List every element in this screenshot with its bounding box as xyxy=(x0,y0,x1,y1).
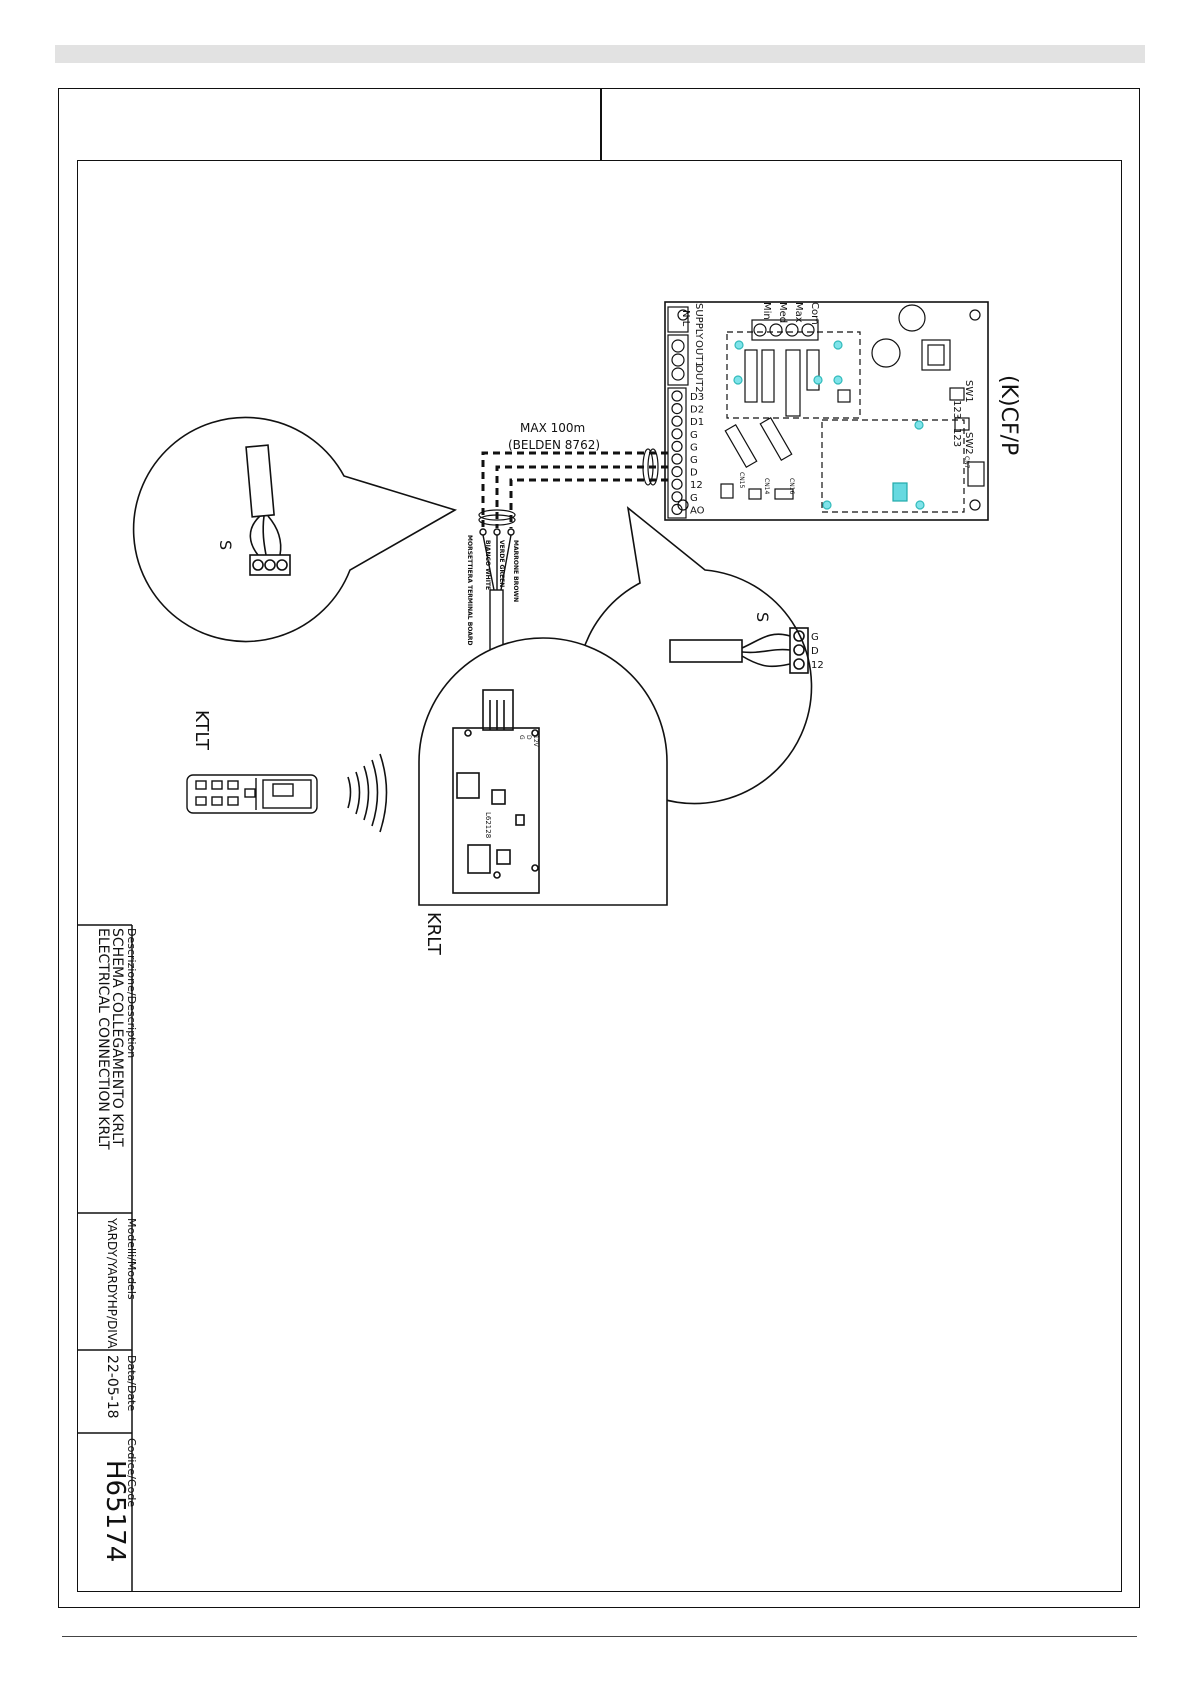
board-sw1-digits: 123 xyxy=(951,400,962,419)
board-input-label: G xyxy=(690,493,698,504)
title-block: Descrizione/Description SCHEMA COLLEGAME… xyxy=(77,924,138,1591)
remote-name: KTLT xyxy=(191,710,212,751)
shield-left-label: S xyxy=(216,540,235,550)
board-speed-label: Max xyxy=(793,302,804,323)
receiver-name: KRLT xyxy=(423,912,444,956)
description-label: Descrizione/Description xyxy=(125,928,138,1058)
callout-terminal-label: 12 xyxy=(811,660,824,671)
board-input-label: 12 xyxy=(690,480,703,491)
board-cn14-label: CN14 xyxy=(763,478,770,494)
models-value: YARDY/YARDYHP/DIVA xyxy=(105,1217,119,1349)
remote-ktlt xyxy=(186,774,318,814)
description-line2: ELECTRICAL CONNECTION KRLT xyxy=(95,928,111,1150)
board-sw1-label: SW1 xyxy=(963,380,974,403)
board-input-label: AO xyxy=(690,505,705,516)
terminal-board-label: MORSETTIERA TERMINAL BOARD xyxy=(466,535,473,645)
wire-brown-label: MARRONE BROWN xyxy=(512,540,519,602)
receiver-krlt xyxy=(418,637,668,906)
board-speed-label: Com xyxy=(809,302,820,325)
board-sw2-digits: 123 xyxy=(951,428,962,447)
board-input-label: D2 xyxy=(690,405,704,416)
callout-terminal-label: D xyxy=(811,646,819,657)
receiver-pcb-code: L62128 xyxy=(484,812,492,838)
wire-labels: MORSETTIERA TERMINAL BOARD BIANCO WHITE … xyxy=(466,535,519,645)
callout-right-terminals: GD 12 xyxy=(811,632,824,671)
receiver-terminal-label: 12V xyxy=(532,735,539,748)
board-cn15-label: CN15 xyxy=(738,472,745,488)
board-input-label: D3 xyxy=(690,392,704,403)
date-value: 22-05-18 xyxy=(104,1355,120,1419)
board-input-label: D1 xyxy=(690,417,704,428)
receiver-terminal-label: G xyxy=(518,735,525,740)
cable-max-length: MAX 100m xyxy=(520,421,585,435)
control-board xyxy=(664,301,989,521)
board-speed-label: Med xyxy=(777,302,788,323)
board-input-label: D xyxy=(690,468,698,479)
board-supply-terms: N L xyxy=(680,310,691,327)
board-supply-label: SUPPLY xyxy=(693,303,704,340)
drawing-sheet xyxy=(77,160,1122,1592)
cable-dashed xyxy=(481,451,668,528)
board-speed-label: Min xyxy=(761,302,772,320)
date-label: Data/Date xyxy=(125,1355,138,1411)
board-input-label: G xyxy=(690,455,698,466)
board-cn16-label: CN16 xyxy=(788,478,795,494)
code-label: Codice/Code xyxy=(125,1438,138,1507)
models-label: Modelli/Models xyxy=(125,1218,138,1300)
page-frame xyxy=(58,88,1140,1608)
board-name: (K)CF/P xyxy=(996,375,1021,455)
callout-terminal-label: G xyxy=(811,632,819,643)
board-cn7-label: CN7 xyxy=(963,456,970,469)
wire-white-label: BIANCO WHITE xyxy=(484,540,491,590)
callout-left xyxy=(132,416,458,643)
cable-shield-rings xyxy=(478,448,659,526)
board-input-label: G xyxy=(690,442,698,453)
board-out1-label: OUT1 xyxy=(693,340,704,368)
shield-right-label: S xyxy=(753,612,772,622)
board-input-label: G xyxy=(690,430,698,441)
cable-type: (BELDEN 8762) xyxy=(508,438,600,452)
board-out2-label: OUT2 xyxy=(693,365,704,393)
header-divider xyxy=(600,88,602,160)
description-line1: SCHEMA COLLEGAMENTO KRLT xyxy=(109,928,125,1147)
receiver-terminal-label: D xyxy=(525,735,532,740)
board-sw2-label: SW2 xyxy=(963,432,974,455)
header-bar xyxy=(55,45,1145,63)
wire-green-label: VERDE GREEN xyxy=(498,540,505,587)
code-value: H65174 xyxy=(100,1460,130,1562)
ir-signal-icon xyxy=(347,753,388,833)
footer-rule xyxy=(62,1636,1137,1637)
